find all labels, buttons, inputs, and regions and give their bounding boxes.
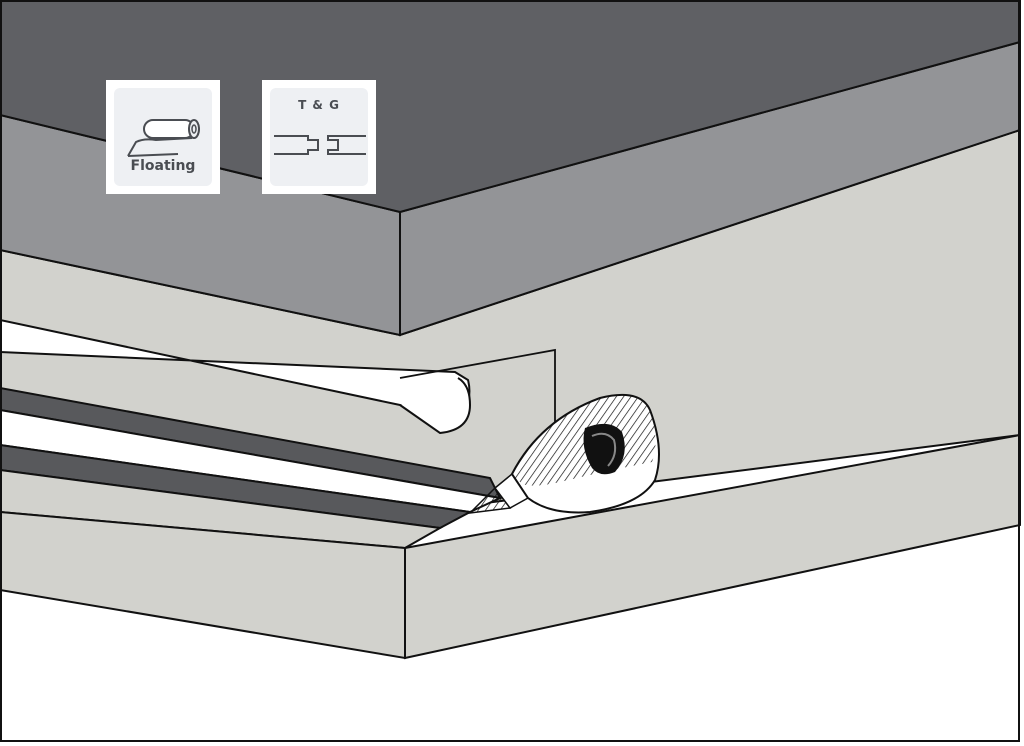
tg-badge-label: T & G [298,98,340,112]
glue-bottle-icon [467,394,660,515]
top-panel-top-face [0,0,1021,214]
underlay-roll-icon [127,119,200,157]
floating-badge-label: Floating [130,158,196,174]
bottle-label [583,423,625,475]
tongue-and-groove-joint-icon [274,135,366,155]
bottle-label-highlight [591,432,617,467]
groove-recess-line [399,348,556,430]
floating-installation-badge: Floating [106,80,220,194]
tongue-and-groove-badge: T & G [262,80,376,194]
groove-notch [399,377,472,435]
